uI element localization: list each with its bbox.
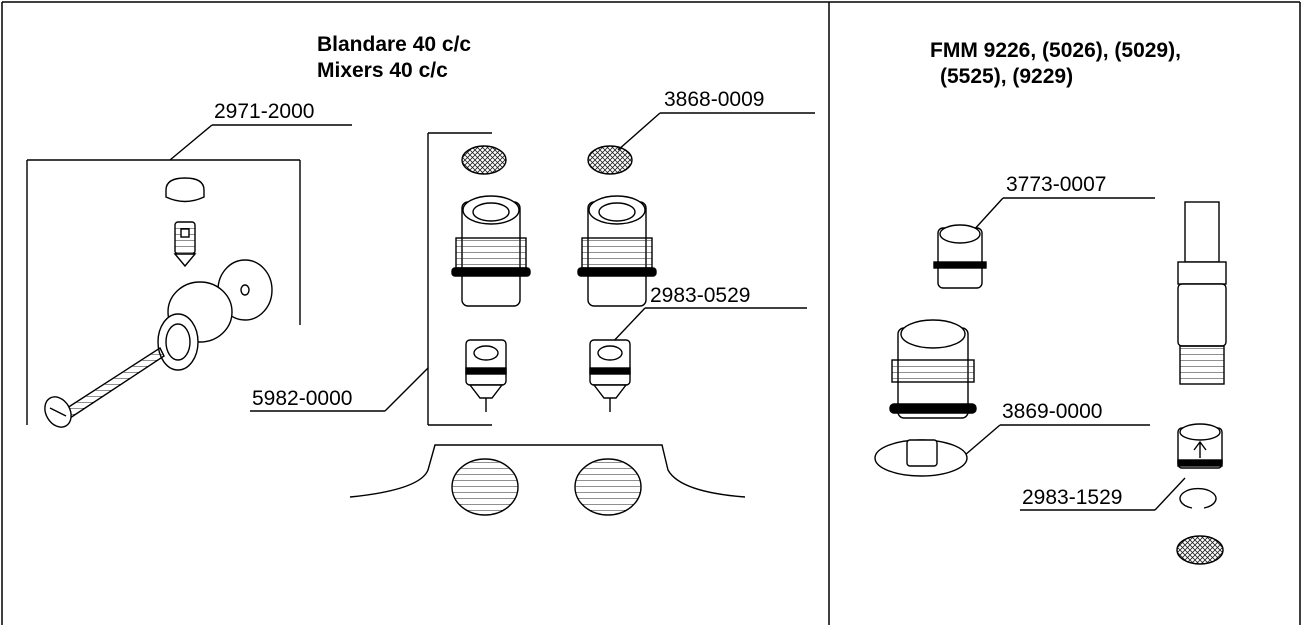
- leader-lines-left: [26, 112, 815, 426]
- leader-lines-right: [964, 197, 1186, 511]
- part-number-check-valve: 2983-0529: [650, 284, 751, 307]
- part-number-washer: 3869-0000: [1002, 400, 1103, 423]
- part-number-fmm-check-valve: 2983-1529: [1022, 486, 1123, 509]
- part-number-cartridge: 3773-0007: [1006, 173, 1107, 196]
- cap-screw-parts: [165, 177, 205, 268]
- fmm-parts: [874, 201, 1227, 565]
- left-panel-title-line1: Blandare 40 c/c: [317, 33, 472, 56]
- connector-parts: [451, 195, 657, 307]
- right-panel-title-line2: (5525), (9229): [940, 65, 1074, 88]
- strainer-parts: [461, 145, 633, 175]
- check-valve-parts: [465, 339, 631, 412]
- part-number-cap-screw-kit: 2971-2000: [214, 100, 315, 123]
- left-panel-title-line2: Mixers 40 c/c: [317, 59, 448, 82]
- mixer-body: [349, 444, 746, 516]
- mounting-hardware: [44, 259, 273, 428]
- right-panel-title-line1: FMM 9226, (5026), (5029),: [930, 39, 1181, 62]
- part-number-connector-kit: 5982-0000: [252, 387, 353, 410]
- part-number-strainer: 3868-0009: [664, 88, 765, 111]
